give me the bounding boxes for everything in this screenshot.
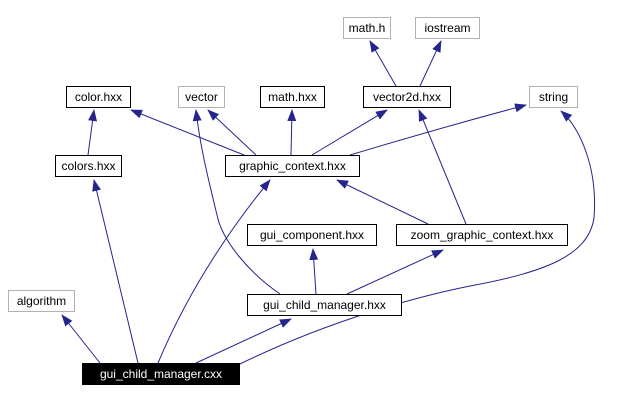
node-colors_hxx[interactable]: colors.hxx — [55, 155, 122, 177]
node-label: gui_child_manager.hxx — [263, 298, 386, 312]
node-label: colors.hxx — [61, 159, 116, 173]
edge-gui_child_manager_cxx-to-algorithm — [61, 314, 101, 364]
edge-zoom_graphic_context_hxx-to-vector2d_hxx — [418, 109, 467, 225]
node-label: math.h — [348, 21, 386, 35]
edge-graphic_context_hxx-to-vector — [207, 109, 257, 156]
node-gui_component_hxx[interactable]: gui_component.hxx — [247, 224, 377, 246]
node-gui_child_manager_hxx[interactable]: gui_child_manager.hxx — [247, 294, 402, 316]
edge-gui_child_manager_hxx-to-zoom_graphic_context_hxx — [346, 249, 444, 295]
node-string[interactable]: string — [529, 86, 578, 108]
node-algorithm[interactable]: algorithm — [8, 290, 75, 312]
node-zoom_graphic_context_hxx[interactable]: zoom_graphic_context.hxx — [396, 224, 568, 246]
edge-vector2d_hxx-to-math_h — [369, 40, 397, 87]
node-math_h[interactable]: math.h — [343, 17, 391, 39]
node-label: iostream — [424, 21, 471, 35]
edge-graphic_context_hxx-to-string — [349, 103, 527, 156]
edge-gui_child_manager_cxx-to-gui_child_manager_hxx — [195, 318, 292, 364]
edge-gui_child_manager_cxx-to-colors_hxx — [92, 179, 139, 364]
node-vector2d_hxx[interactable]: vector2d.hxx — [363, 86, 451, 108]
node-iostream[interactable]: iostream — [415, 17, 480, 39]
edge-graphic_context_hxx-to-vector2d_hxx — [311, 109, 388, 156]
node-label: color.hxx — [74, 90, 123, 104]
node-math_hxx[interactable]: math.hxx — [260, 86, 325, 108]
edge-gui_child_manager_cxx-to-graphic_context_hxx — [157, 179, 271, 364]
edge-gui_child_manager_cxx-to-string — [239, 110, 596, 365]
node-label: vector2d.hxx — [372, 90, 442, 104]
node-graphic_context_hxx[interactable]: graphic_context.hxx — [225, 155, 360, 177]
edge-gui_child_manager_hxx-to-gui_component_hxx — [309, 248, 319, 295]
node-label: gui_child_manager.cxx — [99, 367, 223, 381]
node-label: gui_component.hxx — [259, 228, 365, 242]
node-vector[interactable]: vector — [178, 86, 225, 108]
node-label: zoom_graphic_context.hxx — [410, 228, 554, 242]
node-color_hxx[interactable]: color.hxx — [66, 86, 131, 108]
node-gui_child_manager_cxx[interactable]: gui_child_manager.cxx — [82, 363, 240, 385]
edge-graphic_context_hxx-to-math_hxx — [287, 109, 297, 156]
node-label: graphic_context.hxx — [239, 159, 346, 173]
edge-group — [61, 40, 596, 365]
node-label: math.hxx — [268, 90, 317, 104]
edge-vector2d_hxx-to-iostream — [419, 40, 442, 87]
node-label: vector — [185, 90, 218, 104]
edge-graphic_context_hxx-to-color_hxx — [130, 109, 245, 156]
node-label: string — [538, 90, 569, 104]
edge-zoom_graphic_context_hxx-to-graphic_context_hxx — [336, 179, 429, 225]
edge-gui_child_manager_hxx-to-vector — [192, 109, 281, 295]
node-label: algorithm — [16, 294, 67, 308]
edge-colors_hxx-to-color_hxx — [87, 109, 98, 156]
